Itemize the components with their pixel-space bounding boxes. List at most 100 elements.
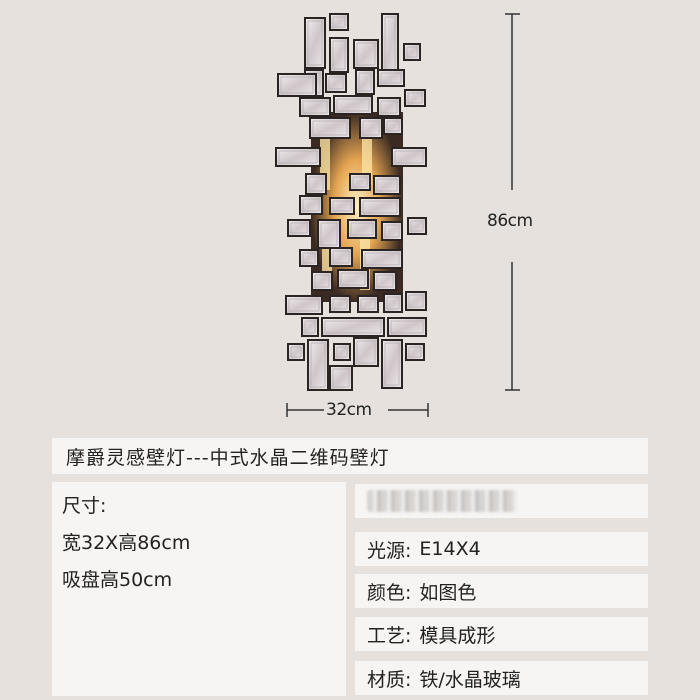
crystal-pane [309, 117, 351, 139]
crystal-bevel [336, 98, 370, 112]
crystal-pane [329, 295, 351, 313]
crystal-pane [311, 271, 333, 291]
attr-material: 材质: 铁/水晶玻璃 [355, 661, 648, 695]
size-spec-panel: 尺寸: 宽32X高86cm 吸盘高50cm [52, 482, 346, 696]
attr-craft: 工艺: 模具成形 [355, 617, 648, 651]
crystal-pane [383, 117, 403, 135]
crystal-pane [359, 197, 401, 217]
crystal-bevel [302, 252, 316, 264]
crystal-pane [325, 73, 347, 93]
crystal-bevel [328, 76, 344, 90]
crystal-pane [337, 269, 369, 289]
crystal-bevel [360, 298, 376, 310]
crystal-pane [357, 295, 379, 313]
crystal-bevel [380, 72, 402, 84]
crystal-bevel [302, 198, 320, 212]
crystal-bevel [332, 16, 346, 28]
attr-value: 如图色 [419, 581, 477, 604]
crystal-bevel [332, 368, 350, 388]
crystal-bevel [362, 120, 380, 136]
crystal-pane [373, 175, 401, 195]
crystal-pane [275, 147, 321, 167]
crystal-pane [353, 337, 379, 367]
crystal-bevel [332, 250, 350, 264]
crystal-bevel [308, 176, 324, 192]
crystal-pane [305, 173, 327, 195]
crystal-pane [277, 73, 317, 97]
crystal-pane [333, 343, 351, 361]
crystal-bevel [386, 120, 400, 132]
crystal-bevel [406, 46, 418, 58]
crystal-pane [359, 117, 383, 139]
crystal-pane [299, 249, 319, 267]
crystal-pane [321, 317, 385, 337]
wall-lamp-illustration [275, 13, 520, 417]
crystal-bevel [310, 342, 326, 388]
crystal-bevel [380, 100, 398, 114]
attr-label: 材质: [367, 668, 412, 691]
crystal-pane [285, 295, 323, 315]
crystal-bevel [278, 150, 318, 164]
crystal-pane [329, 365, 353, 391]
crystal-pane [404, 89, 426, 107]
crystal-bevel [410, 220, 424, 232]
crystal-pane [333, 95, 373, 115]
crystal-pane [301, 317, 319, 337]
crystal-pane [329, 197, 355, 215]
crystal-pane [329, 13, 349, 31]
crystal-bevel [290, 222, 308, 234]
crystal-pane [403, 43, 421, 61]
crystal-pane [349, 173, 371, 191]
attr-light-source: 光源: E14X4 [355, 532, 648, 566]
attr-label: 工艺: [367, 624, 412, 647]
crystal-bevel [332, 40, 346, 70]
attr-label: 光源: [367, 539, 412, 562]
crystal-bevel [304, 320, 316, 334]
crystal-pane [355, 69, 375, 95]
crystal-bevel [384, 342, 400, 386]
width-dimension-line [286, 403, 429, 417]
crystal-pane [287, 343, 305, 361]
crystal-pane [405, 291, 427, 311]
crystal-pane [347, 219, 377, 239]
crystal-bevel [320, 222, 338, 246]
attr-color: 颜色: 如图色 [355, 574, 648, 608]
crystal-pane [299, 97, 331, 117]
attr-value: E14X4 [419, 538, 481, 560]
crystal-bevel [408, 294, 424, 308]
crystal-pane [377, 97, 401, 117]
crystal-pane [381, 221, 403, 241]
crystal-pane [304, 17, 326, 69]
crystal-bevel [394, 150, 424, 164]
crystal-bevel [408, 346, 422, 358]
crystal-bevel [376, 274, 394, 288]
crystal-pane [391, 147, 427, 167]
blurred-watermark [367, 490, 517, 512]
crystal-bevel [356, 340, 376, 364]
blurred-watermark-row [355, 484, 648, 518]
height-dimension-line [505, 13, 520, 391]
crystal-bevel [288, 298, 320, 312]
crystal-pane [287, 219, 311, 237]
crystal-bevel [407, 92, 423, 104]
crystal-bevel [390, 320, 424, 334]
crystal-pane [381, 339, 403, 389]
crystal-bevel [340, 272, 366, 286]
width-label: 32cm [324, 400, 374, 420]
crystal-bevel [307, 20, 323, 66]
crystal-bevel [376, 178, 398, 192]
crystal-bevel [358, 72, 372, 92]
crystal-bevel [332, 298, 348, 310]
height-label: 86cm [485, 211, 535, 231]
attr-value: 模具成形 [419, 624, 496, 647]
size-base-height: 吸盘高50cm [62, 569, 173, 591]
crystal-bevel [314, 274, 330, 288]
crystal-pane [377, 69, 405, 87]
crystal-bevel [362, 200, 398, 214]
crystal-pane [373, 271, 397, 291]
crystal-bevel [352, 176, 368, 188]
crystal-bevel [290, 346, 302, 358]
crystal-pane [353, 39, 379, 69]
crystal-bevel [364, 252, 400, 266]
crystal-bevel [350, 222, 374, 236]
